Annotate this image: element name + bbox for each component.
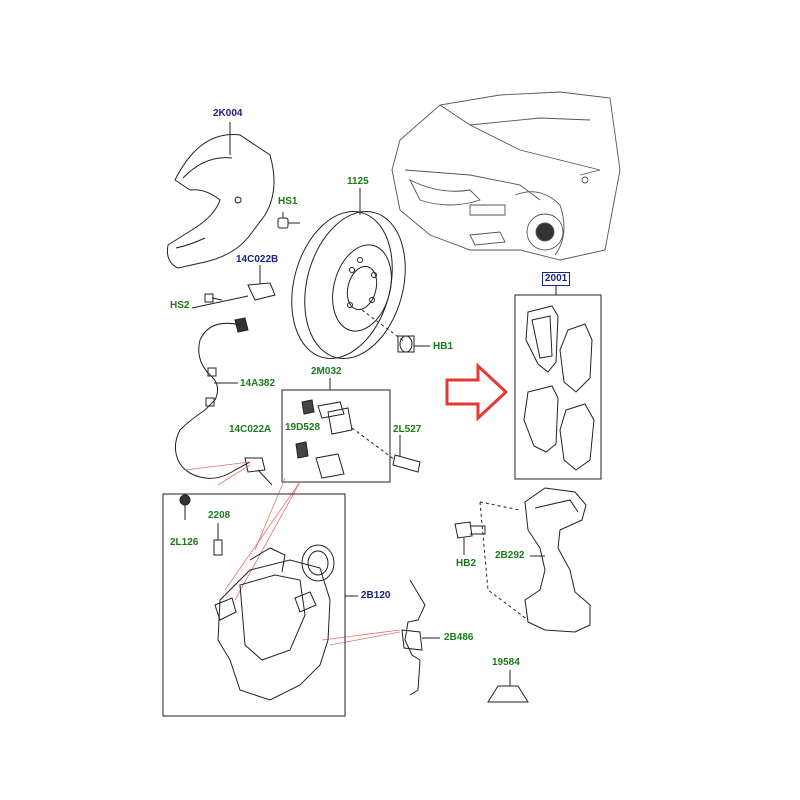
grease-packet [487, 670, 529, 703]
caliper-carrier [479, 487, 591, 633]
brake-disc [291, 188, 406, 360]
label-sensor-wire: 14A382 [240, 378, 276, 389]
label-spring: 2B486 [444, 632, 474, 643]
label-hb2: HB2 [456, 558, 477, 569]
label-guide-pin: 2L527 [393, 424, 422, 435]
guide-kit-box [281, 378, 421, 483]
label-shield: 2K004 [213, 108, 243, 119]
spring-clip [401, 579, 440, 696]
brake-shield [167, 122, 275, 269]
label-sensor-bracket: 14C022B [236, 254, 279, 265]
label-pad-kit: 2001 [542, 272, 571, 286]
label-bleed-screw: 2208 [208, 510, 231, 521]
leader-lines [184, 461, 401, 646]
screw-hs1 [277, 212, 300, 229]
pad-kit-box [514, 285, 602, 480]
label-caliper: 2B120 [361, 590, 391, 601]
label-bleed-cap: 2L126 [170, 537, 199, 548]
label-grease: 19584 [492, 657, 520, 668]
label-hs2: HS2 [170, 300, 190, 311]
label-hs1: HS1 [278, 196, 298, 207]
bolt-hb1 [397, 335, 430, 353]
caliper-box [162, 493, 358, 717]
label-bushing: 19D528 [285, 422, 321, 433]
label-disc: 1125 [347, 176, 369, 187]
label-carrier: 2B292 [495, 550, 525, 561]
label-guide-kit: 2M032 [311, 366, 342, 377]
right-arrow-icon [445, 362, 509, 422]
vehicle-outline [391, 91, 621, 261]
bolt-hb2 [454, 521, 486, 555]
sensor-wiring [174, 265, 276, 486]
label-clip-bracket: 14C022A [229, 424, 272, 435]
label-hb1: HB1 [433, 341, 454, 352]
